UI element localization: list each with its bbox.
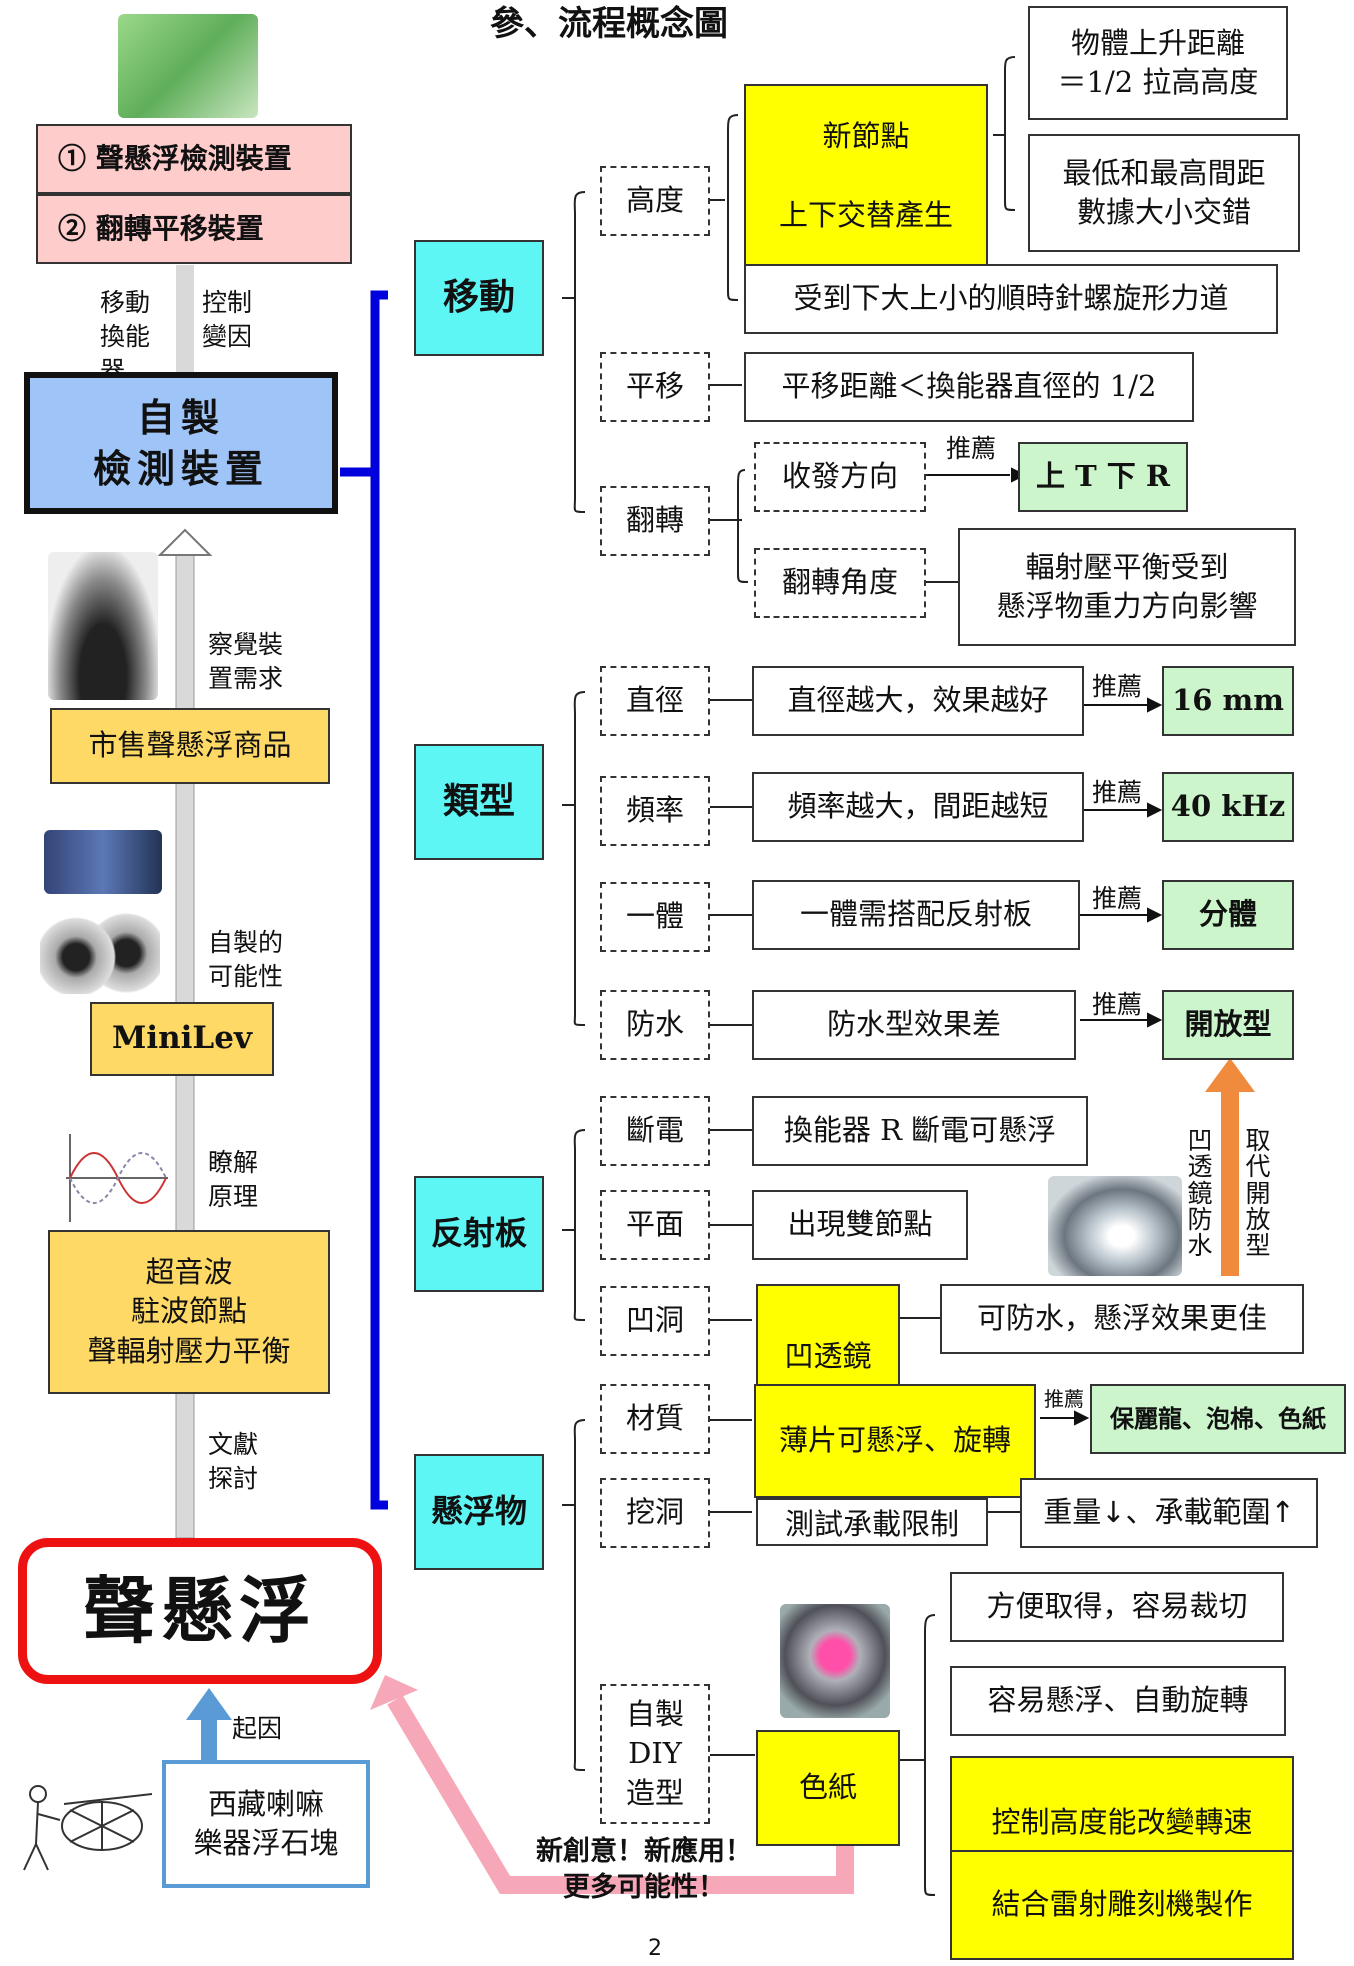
concave-lens-photo <box>1048 1176 1182 1276</box>
commercial-product-photo <box>48 552 158 700</box>
translate-note-box: 平移距離＜換能器直徑的 1/2 <box>744 352 1194 422</box>
paper-point-2: 容易懸浮、自動旋轉 <box>950 1666 1286 1736</box>
replace-open-type-label: 取 代 開 放 型 <box>1245 1126 1271 1260</box>
concave-lens-box: 凹透鏡 <box>756 1284 900 1386</box>
hole-note-box: 測試承載限制 <box>756 1498 988 1546</box>
material-recommend-box: 保麗龍、泡棉、色紙 <box>1090 1384 1346 1454</box>
lens-waterproof-label: 凹 透 鏡 防 水 <box>1187 1126 1213 1260</box>
principle-box: 超音波 駐波節點 聲輻射壓力平衡 <box>48 1230 330 1394</box>
power-off-note-box: 換能器 R 斷電可懸浮 <box>752 1096 1088 1166</box>
recommend-label-diameter: 推薦 <box>1092 672 1143 701</box>
node-flip: 翻轉 <box>600 486 710 556</box>
wave-graph-icon <box>66 1134 168 1222</box>
node-integrated: 一體 <box>600 882 710 952</box>
page-number: 2 <box>648 1936 662 1961</box>
spiral-force-box: 受到下大上小的順時針螺旋形力道 <box>744 264 1278 334</box>
node-direction: 收發方向 <box>754 442 926 512</box>
concave-note-box: 可防水，懸浮效果更佳 <box>940 1284 1304 1354</box>
paper-point-1: 方便取得，容易裁切 <box>950 1572 1284 1642</box>
recommend-label-material: 推薦 <box>1044 1387 1084 1411</box>
node-height: 高度 <box>600 166 710 236</box>
category-reflector: 反射板 <box>414 1176 544 1292</box>
diameter-recommend-box: 16 mm <box>1162 666 1294 736</box>
recommend-label-integrated: 推薦 <box>1092 884 1143 913</box>
new-node-box: 新節點 上下交替產生 <box>744 84 988 268</box>
flip-angle-note-box: 輻射壓平衡受到 懸浮物重力方向影響 <box>958 528 1296 646</box>
node-frequency: 頻率 <box>600 776 710 846</box>
device-item-1: ① 聲懸浮檢測裝置 <box>36 124 352 194</box>
commercial-product-box: 市售聲懸浮商品 <box>50 708 330 784</box>
recommend-label-direction: 推薦 <box>946 434 997 463</box>
direction-recommend-box: 上 T 下 R <box>1018 442 1188 512</box>
core-acoustic-levitation: 聲懸浮 <box>18 1538 382 1684</box>
node-waterproof: 防水 <box>600 990 710 1060</box>
diameter-note-box: 直徑越大，效果越好 <box>752 666 1084 736</box>
min-max-box: 最低和最高間距 數據大小交錯 <box>1028 134 1300 252</box>
category-move: 移動 <box>414 240 544 356</box>
node-material: 材質 <box>600 1384 710 1454</box>
recommend-label-frequency: 推薦 <box>1092 778 1143 807</box>
recommend-label-waterproof: 推薦 <box>1092 990 1143 1019</box>
label-transducer: 移動 換能 器 <box>100 288 151 385</box>
rise-distance-box: 物體上升距離 ＝1/2 拉高高度 <box>1028 6 1288 120</box>
category-type: 類型 <box>414 744 544 860</box>
flat-note-box: 出現雙節點 <box>752 1190 968 1260</box>
main-device-box: 自製 檢測裝置 <box>24 372 338 514</box>
minilev-box: MiniLev <box>90 1002 274 1076</box>
node-concave: 凹洞 <box>600 1286 710 1356</box>
innovation-text: 新創意！新應用！ 更多可能性！ <box>536 1836 752 1904</box>
node-power-off: 斷電 <box>600 1096 710 1166</box>
label-control-variable: 控制 變因 <box>202 288 253 351</box>
paper-point-3: 控制高度能改變轉速 <box>950 1756 1294 1856</box>
origin-box: 西藏喇嘛 樂器浮石塊 <box>162 1760 370 1888</box>
device-item-2: ② 翻轉平移裝置 <box>36 194 352 264</box>
device-photo <box>118 14 258 118</box>
category-floater: 懸浮物 <box>414 1454 544 1570</box>
frequency-recommend-box: 40 kHz <box>1162 772 1294 842</box>
frequency-note-box: 頻率越大，間距越短 <box>752 772 1084 842</box>
color-paper-photo <box>780 1604 890 1718</box>
integrated-recommend-box: 分體 <box>1162 880 1294 950</box>
label-possibility: 自製的 可能性 <box>208 928 284 991</box>
node-flip-angle: 翻轉角度 <box>754 548 926 618</box>
transducer-photo <box>40 912 160 994</box>
label-origin: 起因 <box>232 1714 283 1743</box>
waterproof-recommend-box: 開放型 <box>1162 990 1294 1060</box>
integrated-note-box: 一體需搭配反射板 <box>752 880 1080 950</box>
node-hole: 挖洞 <box>600 1478 710 1548</box>
node-flat: 平面 <box>600 1190 710 1260</box>
tibetan-instrument-sketch <box>23 1785 153 1871</box>
paper-point-4: 結合雷射雕刻機製作 <box>950 1850 1294 1960</box>
node-diy-shape: 自製 DIY 造型 <box>600 1684 710 1824</box>
waterproof-note-box: 防水型效果差 <box>752 990 1076 1060</box>
color-paper-box: 色紙 <box>756 1730 900 1846</box>
node-translate: 平移 <box>600 352 710 422</box>
material-note-box: 薄片可懸浮、旋轉 <box>754 1384 1036 1498</box>
label-literature: 文獻 探討 <box>208 1430 259 1493</box>
hole-result-box: 重量↓、承載範圍↑ <box>1020 1478 1318 1548</box>
circuit-board-photo <box>44 830 162 894</box>
node-diameter: 直徑 <box>600 666 710 736</box>
label-principle: 瞭解 原理 <box>208 1148 259 1211</box>
page-title: 參、流程概念圖 <box>490 4 728 44</box>
label-need: 察覺裝 置需求 <box>208 630 284 693</box>
